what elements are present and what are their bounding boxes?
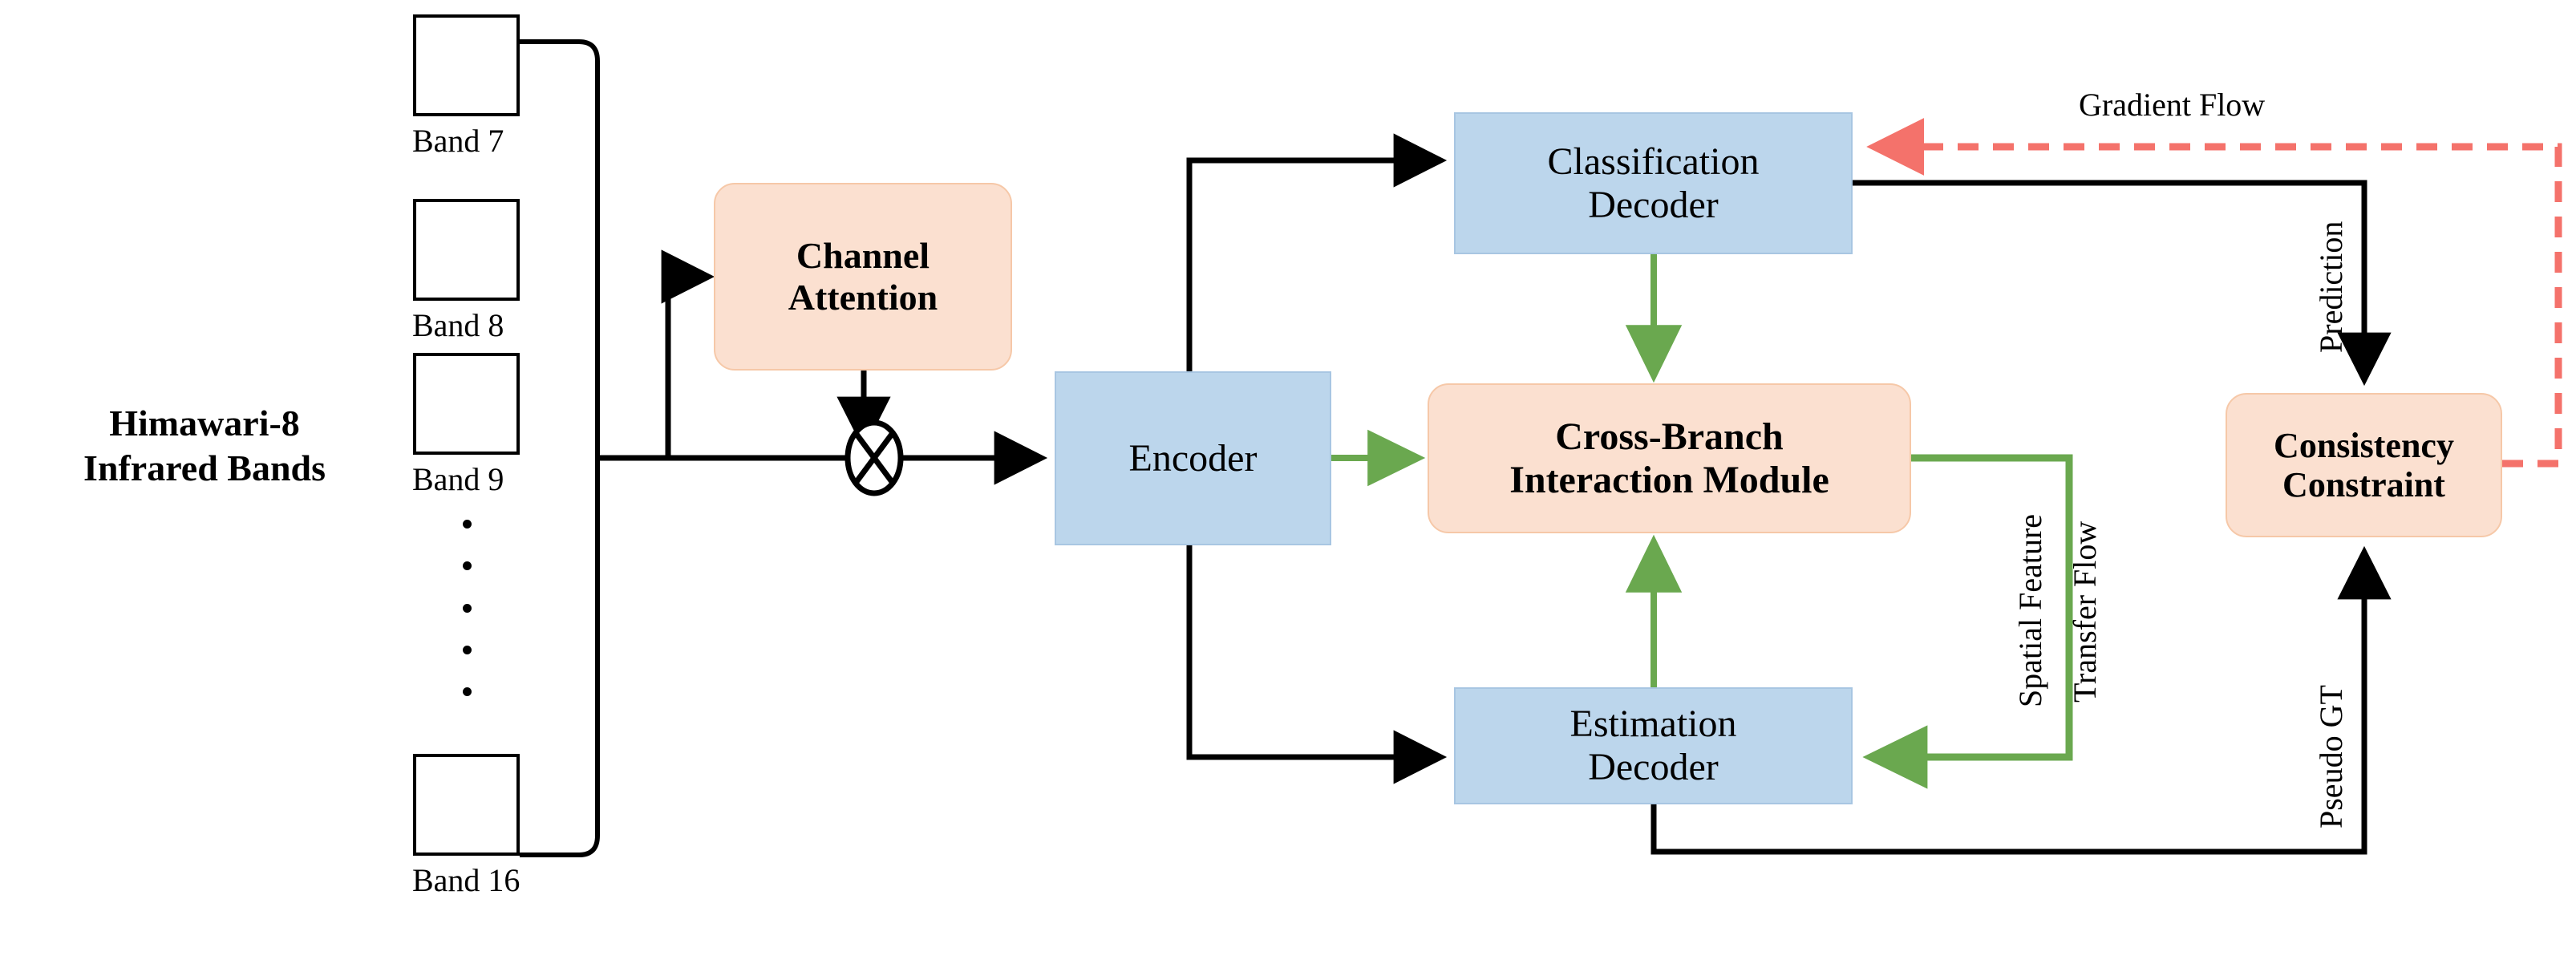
page-title: Himawari-8 Infrared Bands	[24, 401, 385, 491]
ellipsis-dot	[462, 645, 472, 654]
channel-attention-block[interactable]: Channel Attention	[714, 183, 1012, 371]
pseudo-gt-label: Pseudo GT	[2313, 685, 2349, 828]
band-box-0	[413, 14, 520, 116]
input-heading-line2: Infrared Bands	[83, 448, 326, 489]
gradient-flow-label: Gradient Flow	[2079, 87, 2266, 123]
pseudo-gt-path	[1651, 545, 2392, 855]
estimation-decoder-block[interactable]: Estimation Decoder	[1454, 687, 1853, 804]
encoder-skip-to-estimation	[1186, 545, 1448, 784]
consistency-constraint-line1: Consistency	[2274, 425, 2454, 465]
band-box-2	[413, 353, 520, 455]
cross-branch-line1: Cross-Branch	[1555, 415, 1784, 458]
spatial-feature-transfer-flow	[1862, 454, 2073, 789]
cross-branch-line2: Interaction Module	[1509, 458, 1829, 501]
band-label-2: Band 9	[412, 461, 504, 497]
estimation-decoder-line2: Decoder	[1588, 746, 1719, 788]
ellipsis-dot	[462, 687, 472, 696]
band-box-1	[413, 199, 520, 301]
input-heading-line1: Himawari-8	[109, 403, 300, 443]
classification-decoder-block[interactable]: Classification Decoder	[1454, 112, 1853, 254]
transfer-flow-label: Transfer Flow	[2067, 520, 2103, 703]
ellipsis-dot	[462, 561, 472, 571]
spatial-feature-label: Spatial Feature	[2012, 513, 2048, 707]
estimation-decoder-line1: Estimation	[1569, 703, 1737, 746]
consistency-constraint-block[interactable]: Consistency Constraint	[2226, 393, 2502, 537]
encoder-label: Encoder	[1128, 436, 1258, 480]
encoder-block[interactable]: Encoder	[1055, 371, 1331, 545]
channel-attention-line2: Attention	[788, 277, 938, 318]
cross-branch-interaction-block[interactable]: Cross-Branch Interaction Module	[1428, 383, 1911, 533]
band-label-3: Band 16	[412, 862, 520, 898]
channel-attention-line1: Channel	[796, 235, 930, 277]
band-label-0: Band 7	[412, 123, 504, 159]
prediction-path	[1853, 180, 2392, 387]
ellipsis-dots	[462, 520, 472, 696]
consistency-constraint-line2: Constraint	[2282, 465, 2445, 504]
classification-decoder-line1: Classification	[1547, 140, 1760, 183]
ellipsis-dot	[462, 520, 472, 529]
band-bracket	[520, 39, 600, 857]
ellipsis-dot	[462, 603, 472, 613]
band-label-1: Band 8	[412, 307, 504, 343]
encoder-skip-to-classification	[1186, 133, 1448, 371]
classification-decoder-line2: Decoder	[1588, 183, 1719, 226]
prediction-label: Prediction	[2313, 221, 2349, 353]
band-box-3	[413, 754, 520, 856]
gradient-flow-path	[1866, 118, 2562, 468]
branch-to-channel-attention	[661, 249, 715, 458]
